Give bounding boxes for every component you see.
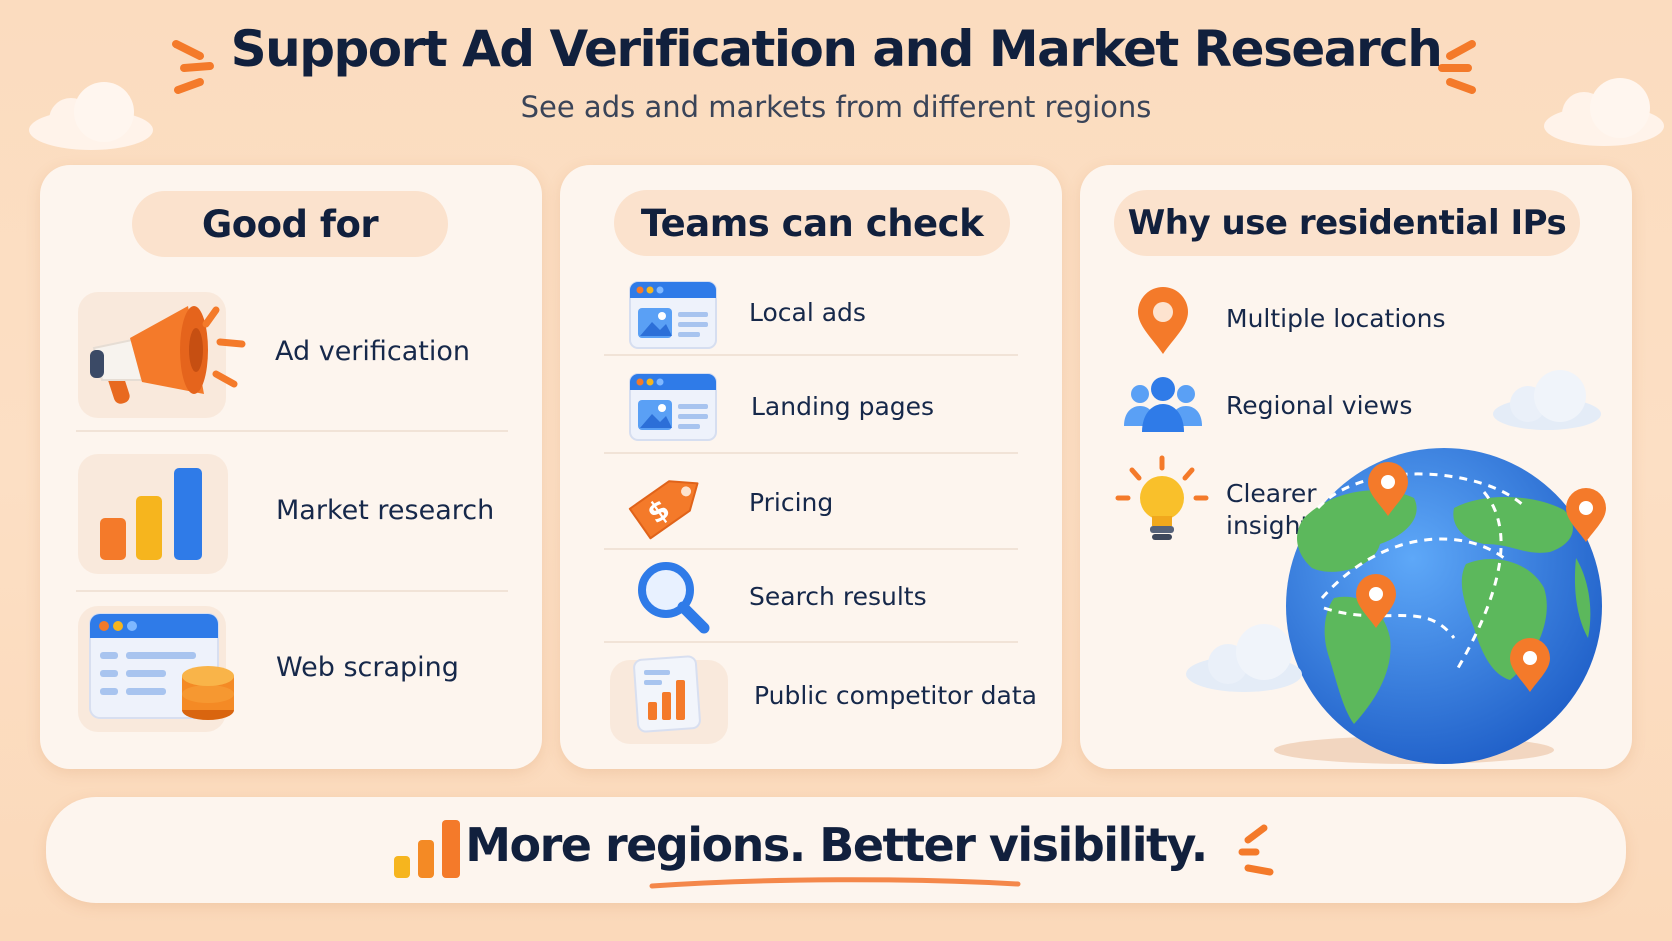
bar-chart-icon [394,820,460,878]
spark-right-icon [1438,40,1476,94]
people-group-icon [1124,377,1202,432]
cloud-icon [1544,78,1664,146]
underline-accent-icon [649,877,1021,889]
divider [604,641,1018,643]
teams-item-landing-pages: Landing pages [751,392,935,421]
teams-item-search-results: Search results [749,582,927,611]
lightbulb-icon [1115,455,1209,540]
good-for-item-market-research: Market research [276,495,495,526]
browser-window-icon [629,281,717,349]
divider [604,452,1018,454]
globe-icon [1186,448,1606,764]
good-for-item-web-scraping: Web scraping [276,652,459,683]
browser-database-icon [89,613,234,720]
footer-tagline: More regions. Better visibility. [465,818,1208,872]
page-title: Support Ad Verification and Market Resea… [230,20,1443,78]
browser-window-icon [629,373,717,441]
good-for-item-ad-verification: Ad verification [275,336,471,367]
divider [604,548,1018,550]
bar-chart-icon [100,468,202,560]
teams-can-check-heading: Teams can check [614,190,1010,256]
divider [76,590,508,592]
report-chart-icon [633,655,701,733]
teams-item-public-competitor-data: Public competitor data [754,681,1037,710]
spark-left-icon [172,40,214,94]
why-residential-heading: Why use residential IPs [1114,190,1580,256]
cloud-icon [1493,370,1601,430]
spark-footer-icon [1238,824,1274,876]
cloud-icon [29,82,153,150]
divider [76,430,508,432]
price-tag-icon: $ [628,480,699,540]
magnifier-icon [638,562,710,634]
megaphone-icon [90,306,246,404]
page-subtitle: See ads and markets from different regio… [520,90,1152,124]
teams-item-local-ads: Local ads [749,298,866,327]
divider [604,354,1018,356]
globe-pin-icon [1368,462,1408,516]
good-for-heading: Good for [132,191,448,257]
why-item-regional-views: Regional views [1226,391,1413,420]
why-item-multiple-locations: Multiple locations [1226,304,1446,333]
teams-item-pricing: Pricing [749,488,834,517]
footer-banner [46,797,1626,903]
map-pin-icon [1138,287,1188,354]
